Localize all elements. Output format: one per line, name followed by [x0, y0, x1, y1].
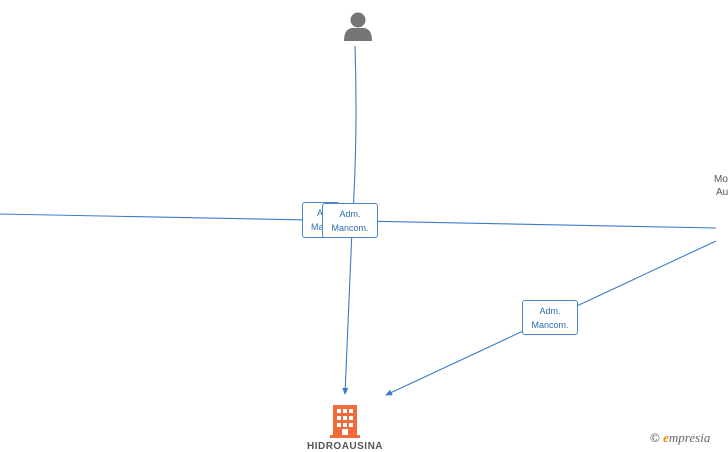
- edge-label-type: Mancom.: [331, 223, 369, 233]
- right-node-label-line1: Mo: [714, 174, 728, 185]
- right-node-label-line2: Au: [716, 187, 728, 198]
- copyright-symbol: ©: [650, 430, 660, 445]
- person-icon[interactable]: [344, 12, 372, 42]
- brand-logo-initial: e: [663, 430, 669, 445]
- right-node-label[interactable]: Mo Au: [714, 173, 728, 199]
- brand-logo-text: mpresia: [668, 430, 711, 445]
- edge-label-right-to-company[interactable]: Adm. Mancom.: [522, 300, 578, 335]
- edge-label-role: Adm.: [539, 306, 561, 316]
- company-name[interactable]: HIDROAUSINA: [306, 441, 384, 452]
- empresia-watermark: © empresia: [650, 430, 710, 446]
- edge-label-left-line1: A: [317, 208, 324, 218]
- edge-label-role: Adm.: [339, 209, 361, 219]
- edge-label-left-line2: Ma: [311, 222, 324, 232]
- edge-label-type: Mancom.: [531, 320, 569, 330]
- edge-label-person-to-company[interactable]: Adm. Mancom.: [322, 203, 378, 238]
- building-icon[interactable]: [330, 405, 360, 438]
